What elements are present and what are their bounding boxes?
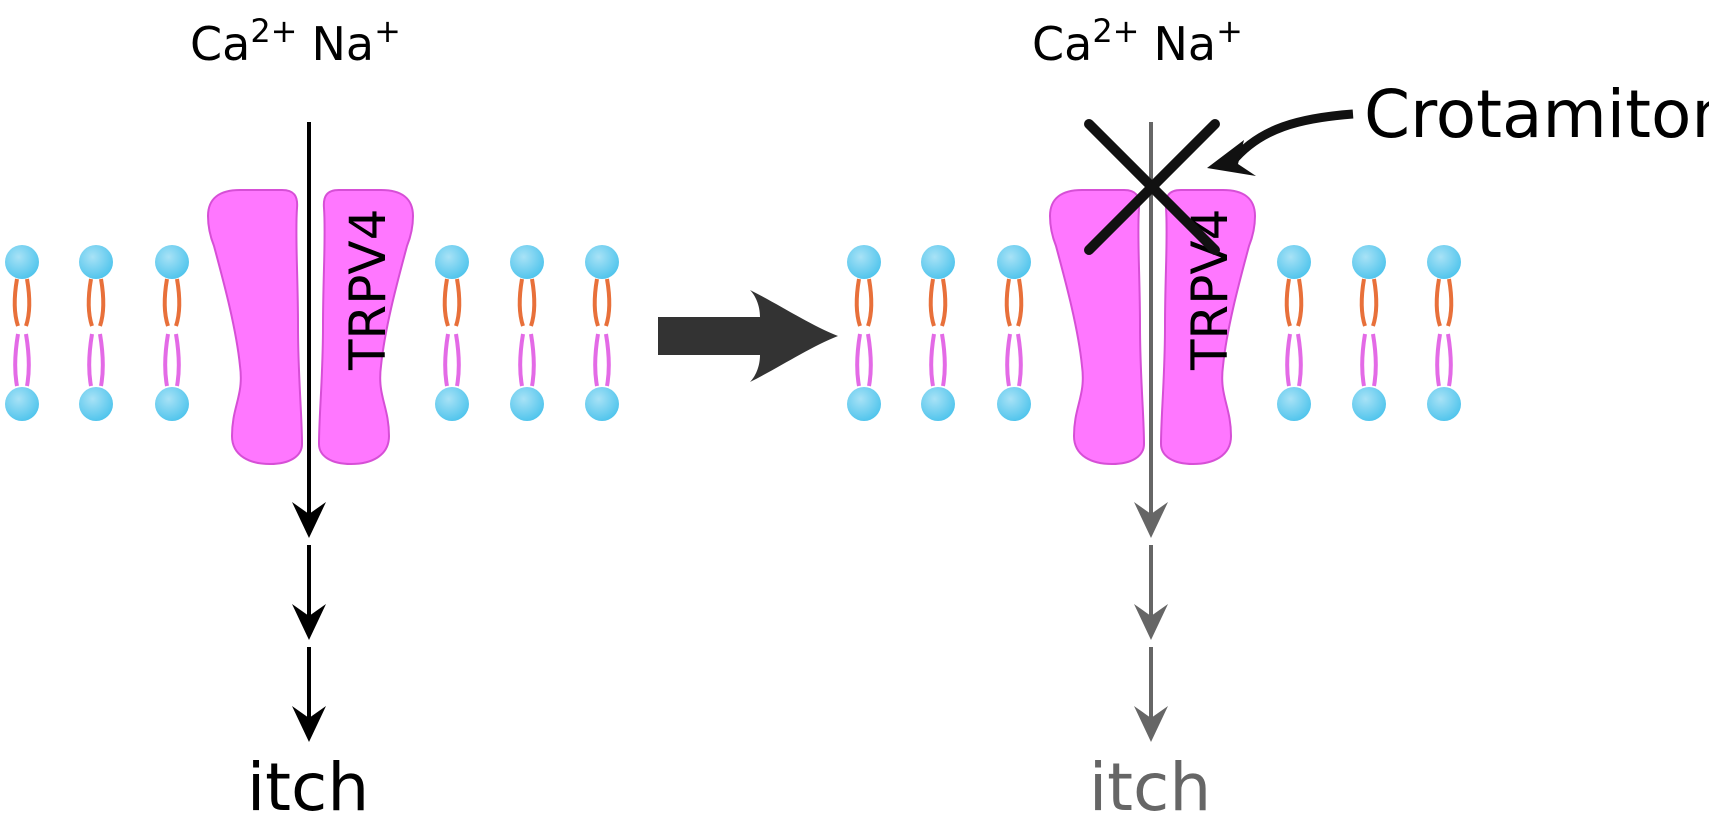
lipid [77, 243, 115, 423]
lipid [1425, 243, 1463, 423]
ion-ca-charge: 2+ [1092, 12, 1139, 50]
membrane-left [3, 243, 621, 423]
ion-ca: Ca [1032, 17, 1092, 71]
crotamiton-label: Crotamiton [1364, 76, 1709, 153]
transition-arrow [658, 290, 838, 382]
trpv4-channel-right: TRPV4 [1049, 189, 1256, 465]
lipid [583, 243, 621, 423]
ion-na-charge: + [1216, 12, 1243, 50]
panel-active: Ca2+ Na+ TRPV4 itch [3, 12, 621, 826]
lipid [3, 243, 41, 423]
ion-na: Na [1153, 17, 1216, 71]
inhibitor-pointer-arrow [1207, 109, 1354, 176]
lipid [919, 243, 957, 423]
itch-label-left: itch [247, 749, 369, 826]
lipid [508, 243, 546, 423]
ion-ca-charge: 2+ [250, 12, 297, 50]
ion-ca: Ca [190, 17, 250, 71]
ion-label-left: Ca2+ Na+ [190, 12, 401, 71]
lipid [845, 243, 883, 423]
panel-blocked: Ca2+ Na+ TRPV4 [845, 12, 1709, 826]
block-cross-icon [1084, 119, 1220, 255]
lipid [995, 243, 1033, 423]
lipid [1275, 243, 1313, 423]
channel-label: TRPV4 [339, 209, 397, 371]
channel-label: TRPV4 [1181, 209, 1239, 371]
ion-na: Na [311, 17, 374, 71]
trpv4-channel-left: TRPV4 [207, 189, 414, 465]
lipid [1350, 243, 1388, 423]
channel-subunit [207, 189, 303, 465]
lipid [153, 243, 191, 423]
ion-flow-arrow-left [292, 122, 326, 742]
ion-label-right: Ca2+ Na+ [1032, 12, 1243, 71]
ion-na-charge: + [374, 12, 401, 50]
lipid [433, 243, 471, 423]
channel-subunit [1049, 189, 1145, 465]
membrane-right [845, 243, 1463, 423]
itch-label-right: itch [1089, 749, 1211, 826]
